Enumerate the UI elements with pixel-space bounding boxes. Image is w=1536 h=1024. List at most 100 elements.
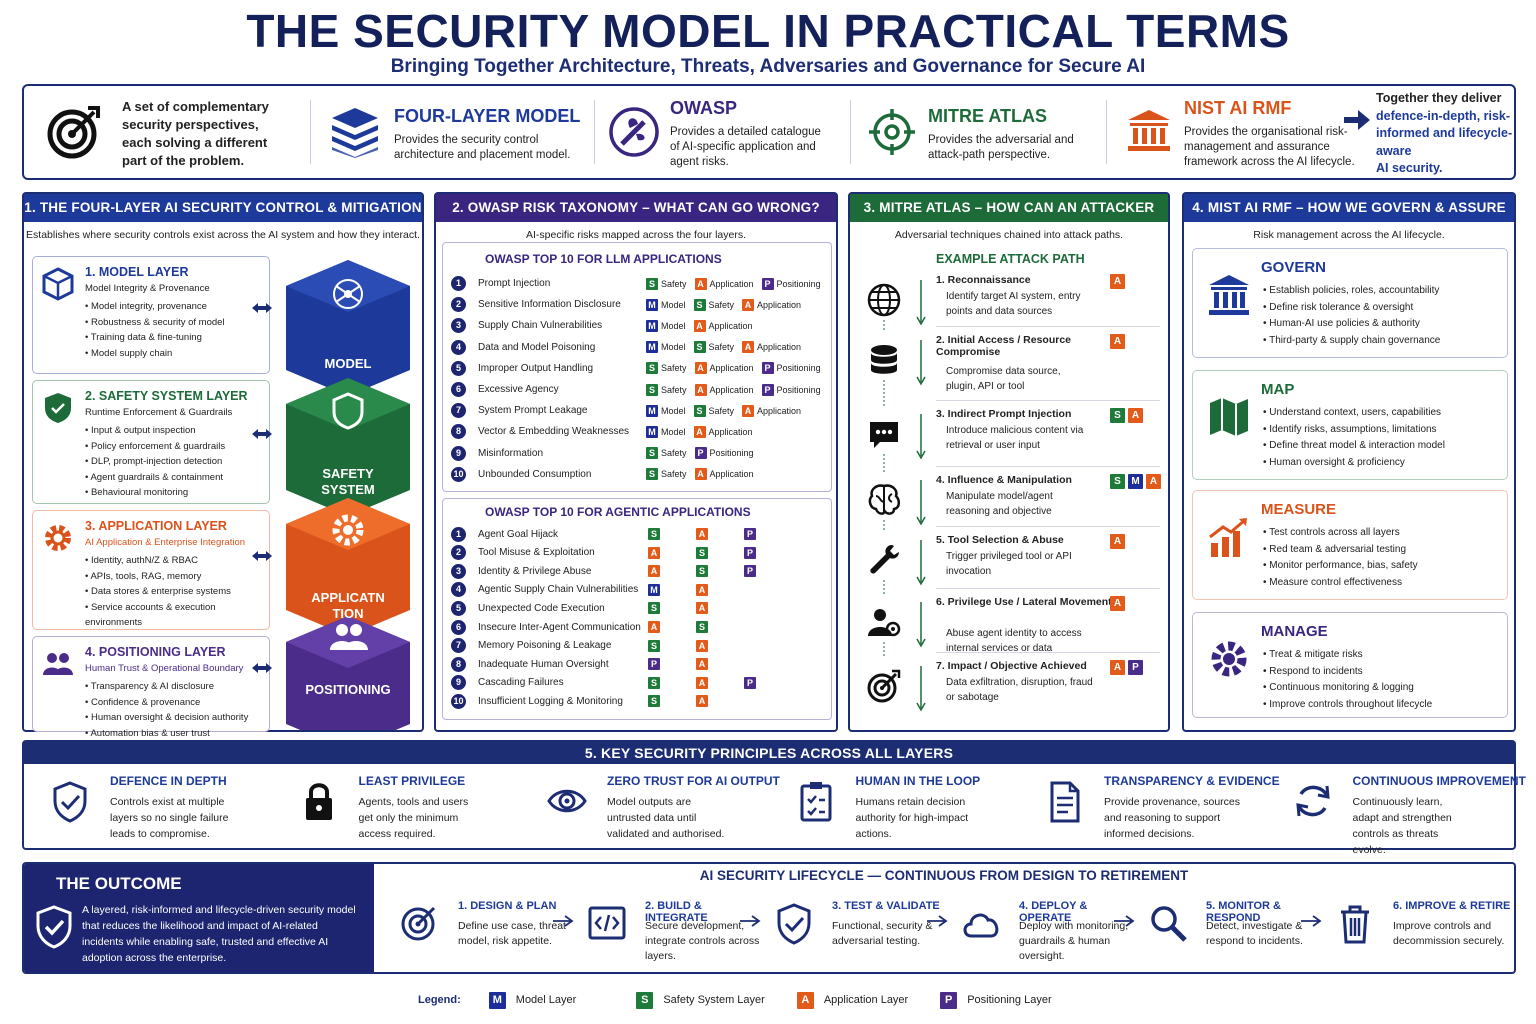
layer-badge: P (744, 528, 756, 540)
intro-nist: NIST AI RMF Provides the organisational … (1122, 86, 1362, 178)
intro-owasp-title: OWASP (670, 98, 738, 118)
layer-badge: S (696, 565, 708, 578)
risk-name: Vector & Embedding Weaknesses (478, 426, 630, 438)
row-number: 7 (451, 638, 466, 654)
lifecycle-step-title: 6. IMPROVE & RETIRE (1393, 900, 1511, 912)
institution-icon (1128, 110, 1170, 151)
lifecycle-step-title: 1. DESIGN & PLAN (458, 900, 557, 912)
page-subtitle: Bringing Together Architecture, Threats,… (390, 56, 1146, 77)
risk-name: Identity & Privilege Abuse (478, 565, 592, 577)
rmf-item: Continuous monitoring & logging (1263, 680, 1503, 697)
layer-item: Data stores & enterprise systems (85, 584, 269, 600)
layer-item: Agent guardrails & containment (85, 470, 269, 486)
layer-badge: M (646, 404, 658, 417)
layer-badge: A (694, 362, 707, 375)
principle-desc: Model outputs are untrusted data until v… (607, 796, 725, 840)
legend-item-label: Model Layer (515, 994, 577, 1006)
row-number: 3 (451, 563, 466, 579)
principle-desc: Humans retain decision authority for hig… (855, 796, 969, 840)
layer-badge: M (646, 298, 658, 311)
rmf-item: Human-AI use policies & authority (1263, 316, 1503, 333)
layer-tag-label: Safety (708, 405, 735, 416)
layer-tag-label: Positioning (709, 448, 754, 459)
layer-badge: A (1146, 474, 1161, 489)
layer-badge: A (1110, 660, 1125, 675)
risk-name: Prompt Injection (478, 278, 551, 289)
layer-tag-label: Model (661, 320, 686, 331)
rmf-card-manage: MANAGETreat & mitigate risksRespond to i… (1192, 612, 1508, 718)
rmf-item: Human oversight & proficiency (1263, 455, 1503, 472)
principle-desc: Provide provenance, sources and reasonin… (1104, 796, 1240, 840)
risk-name: Inadequate Human Oversight (478, 658, 609, 670)
layer-tag-label: Safety (661, 448, 687, 459)
attack-step-title: 2. Initial Access / Resource Compromise (936, 334, 1072, 358)
crosshair-icon (869, 109, 915, 155)
rmf-card-map: MAPUnderstand context, users, capabiliti… (1192, 370, 1508, 480)
panel2-title: 2. OWASP RISK TAXONOMY – WHAT CAN GO WRO… (436, 194, 836, 222)
row-number: 5 (451, 360, 466, 376)
rmf-item: Measure control effectiveness (1263, 575, 1503, 592)
layer-item: Input & output inspection (85, 423, 269, 439)
rmf-item: Define threat model & interaction model (1263, 438, 1503, 455)
shield-check-icon (50, 780, 90, 824)
legend-item-label: Application Layer (823, 994, 909, 1006)
owasp-llm-title: OWASP TOP 10 FOR LLM APPLICATIONS (485, 252, 722, 266)
intro-deliver: Together they deliver defence-in-depth, … (1342, 86, 1512, 178)
attack-step-badges: A (1110, 274, 1125, 289)
layer-tag-label: Safety (661, 384, 687, 395)
layer-badge: S (646, 362, 658, 375)
panel-mitre: 3. MITRE ATLAS – HOW CAN AN ATTACKER WIN… (848, 192, 1170, 732)
layer-tag-label: Safety (661, 278, 687, 289)
row-number: 6 (451, 382, 466, 397)
cloud-icon (961, 902, 1001, 946)
deliver-emph: defence-in-depth, risk-informed and life… (1376, 108, 1513, 158)
intro-owasp: OWASP Provides a detailed catalogue of A… (608, 86, 858, 178)
layer-badge: S (646, 383, 658, 396)
principle-title: LEAST PRIVILEGE (358, 774, 466, 788)
risk-name: Unexpected Code Execution (478, 602, 605, 614)
layer-badge: A (694, 468, 707, 481)
risk-name: Supply Chain Vulnerabilities (478, 320, 603, 332)
eye-icon (547, 780, 587, 824)
attack-step-title: 4. Influence & Manipulation (936, 474, 1072, 486)
gear-icon (41, 521, 75, 555)
document-icon (1044, 780, 1084, 824)
shield-check-icon (36, 905, 72, 949)
deliver-tail: AI security. (1376, 161, 1443, 175)
row-number: 8 (451, 656, 466, 672)
layer-badge: M (646, 341, 658, 354)
layer-badge: A (742, 341, 755, 354)
row-number: 9 (451, 675, 466, 691)
cube-icon (41, 267, 75, 301)
layer-badge: A (1110, 334, 1125, 349)
risk-name: Improper Output Handling (478, 362, 594, 374)
layer-item: Human oversight & decision authority (85, 710, 269, 726)
lifecycle-title: AI SECURITY LIFECYCLE — CONTINUOUS FROM … (699, 868, 1189, 883)
layer-badge: A (696, 658, 708, 671)
layer-item: Robustness & security of model (85, 315, 269, 331)
layer-item: DLP, prompt-injection detection (85, 454, 269, 470)
layer-badge: A (696, 676, 708, 689)
owasp-agentic-title: OWASP TOP 10 FOR AGENTIC APPLICATIONS (485, 505, 751, 519)
layer-badge: A (696, 639, 708, 652)
risk-name: System Prompt Leakage (478, 405, 588, 417)
rmf-card-measure: MEASURETest controls across all layersRe… (1192, 490, 1508, 600)
rmf-items: Understand context, users, capabilitiesI… (1263, 405, 1503, 471)
layer-badge: P (761, 383, 774, 396)
